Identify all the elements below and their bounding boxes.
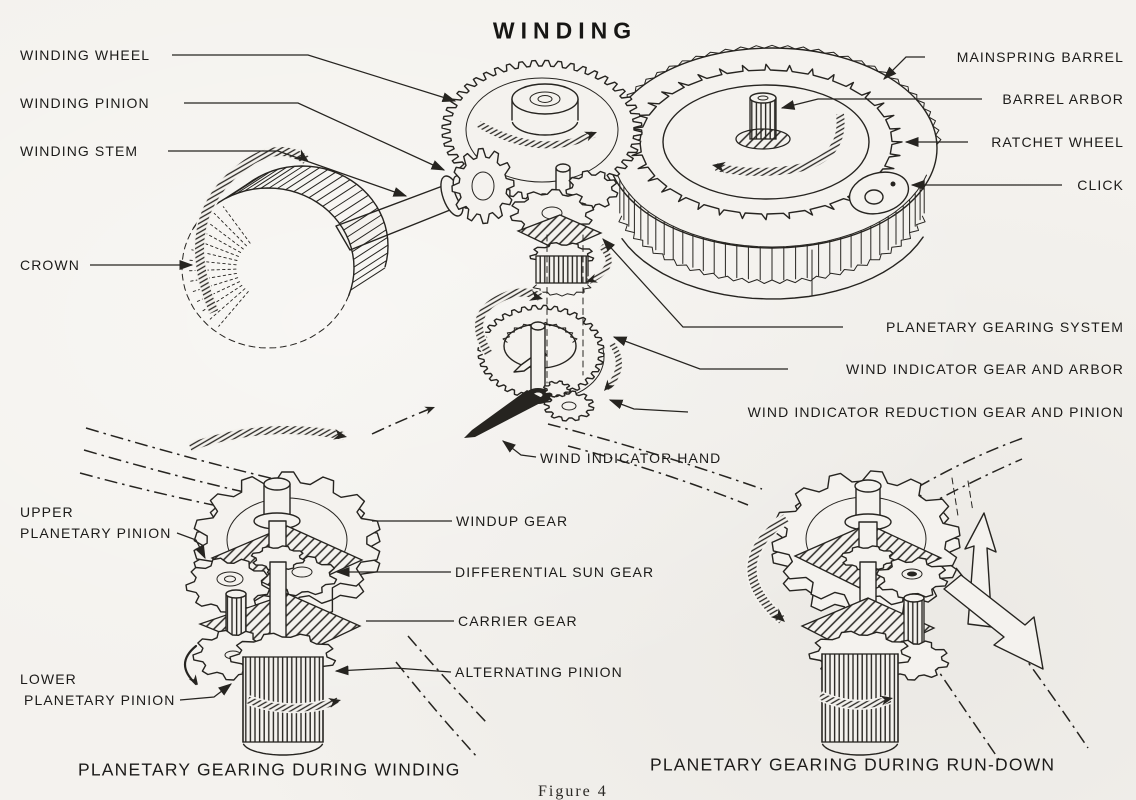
- label-alternating-pinion: ALTERNATING PINION: [455, 664, 623, 680]
- diagram-title: WINDING: [492, 17, 638, 44]
- caption-planetary-gearing-during-winding: PLANETARY GEARING DURING WINDING: [78, 759, 461, 780]
- label-winding-pinion: WINDING PINION: [20, 95, 150, 111]
- label-wind-indicator-hand: WIND INDICATOR HAND: [540, 450, 722, 466]
- label-lower-planetary-pinion-line2: PLANETARY PINION: [24, 692, 176, 708]
- label-mainspring-barrel: MAINSPRING BARREL: [956, 49, 1124, 65]
- label-wind-indicator-reduction-gear-and-pinion: WIND INDICATOR REDUCTION GEAR AND PINION: [747, 404, 1124, 420]
- mainspring-barrel-drawing: [602, 44, 942, 300]
- label-carrier-gear: CARRIER GEAR: [458, 613, 578, 629]
- caption-planetary-gearing-during-run-down: PLANETARY GEARING DURING RUN-DOWN: [650, 754, 1056, 775]
- label-winding-stem: WINDING STEM: [20, 143, 139, 159]
- planetary-gearing-rundown-drawing: [746, 470, 1044, 756]
- label-ratchet-wheel: RATCHET WHEEL: [991, 134, 1124, 150]
- wind-indicator-gear-drawing: [464, 234, 624, 438]
- label-winding-wheel: WINDING WHEEL: [20, 47, 151, 63]
- label-differential-sun-gear: DIFFERENTIAL SUN GEAR: [455, 564, 655, 580]
- crown-and-stem-drawing: [181, 145, 515, 349]
- planetary-gearing-winding-drawing: [183, 471, 381, 756]
- label-barrel-arbor: BARREL ARBOR: [1002, 91, 1124, 107]
- label-upper-planetary-pinion-line1: UPPER: [20, 504, 74, 520]
- figure-number-caption: Figure 4: [538, 783, 608, 800]
- label-planetary-gearing-system: PLANETARY GEARING SYSTEM: [885, 319, 1124, 335]
- label-wind-indicator-gear-and-arbor: WIND INDICATOR GEAR AND ARBOR: [846, 361, 1124, 377]
- label-lower-planetary-pinion-line1: LOWER: [20, 671, 77, 687]
- label-click: CLICK: [1077, 177, 1124, 193]
- planetary-gearing-system-drawing: [509, 163, 619, 297]
- label-windup-gear: WINDUP GEAR: [456, 513, 569, 529]
- leader-lines: [90, 54, 1062, 701]
- label-upper-planetary-pinion-line2: PLANETARY PINION: [20, 525, 172, 541]
- label-crown: CROWN: [20, 257, 80, 273]
